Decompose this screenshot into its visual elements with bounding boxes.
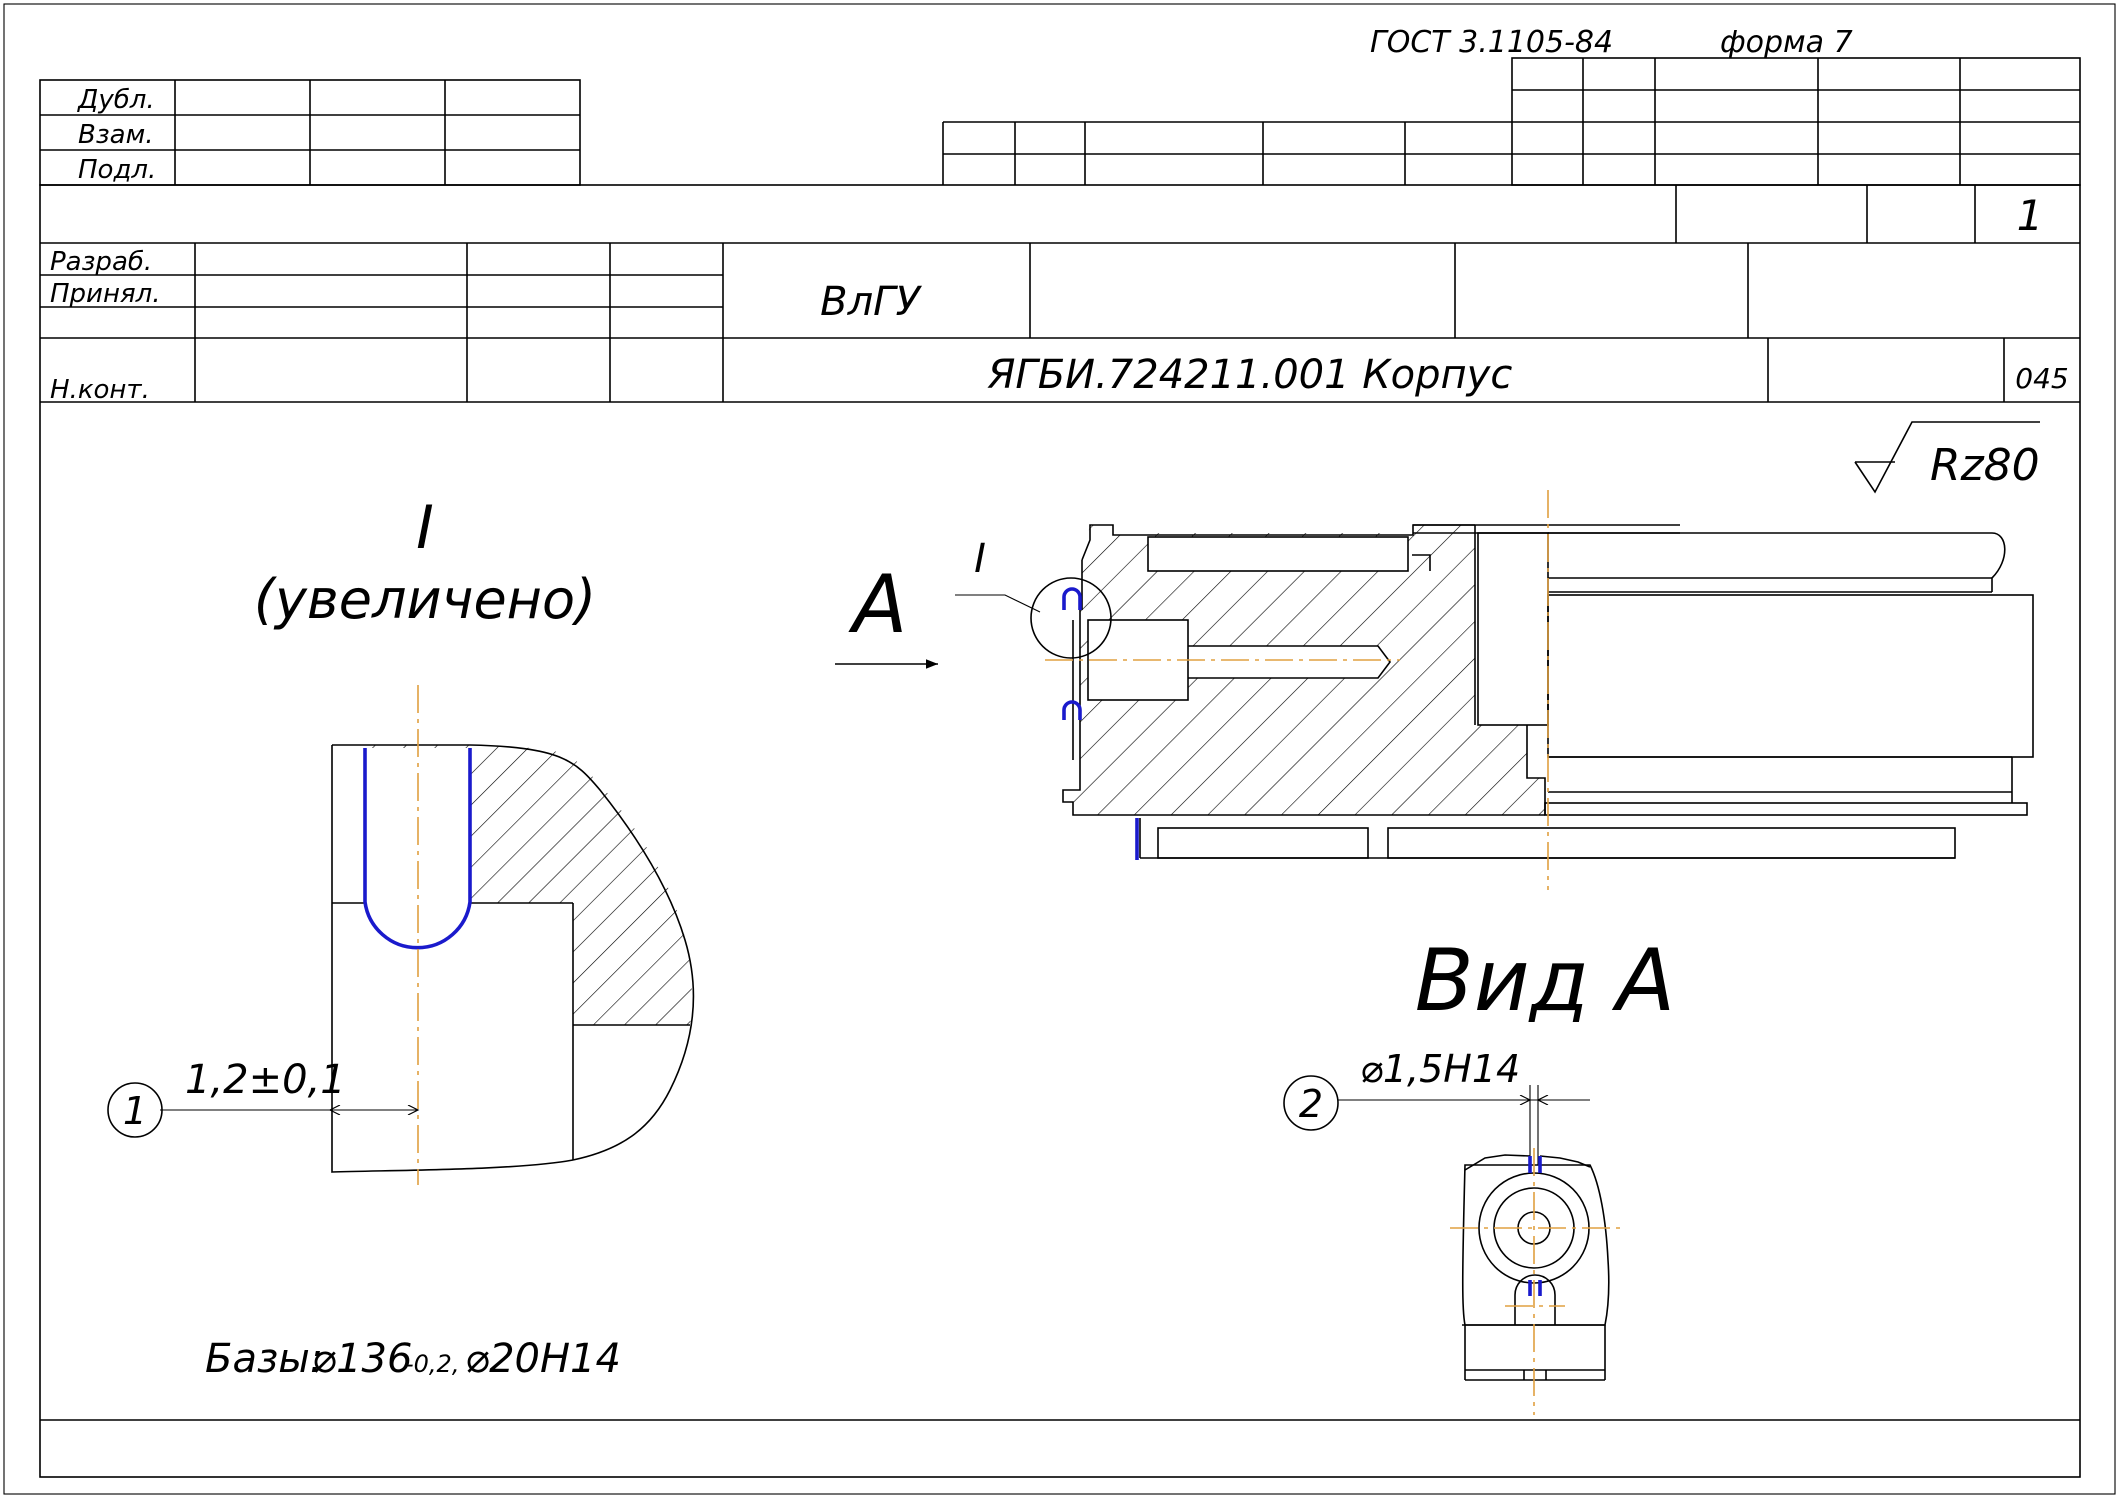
view-arrow-letter: A [848,558,908,651]
sheet-number-row: 1 [40,185,2080,244]
revision-row-dubl: Дубл. [77,85,155,115]
sheet-frame [3,3,2116,1495]
view-a: Вид А ⌀1,5Н14 2 [1283,931,1676,1415]
detail-view-enlarged: I (увеличено) 1,2±0,1 1 [107,493,695,1185]
bases-note: Базы: ⌀136 -0,2, ⌀20Н14 [205,1336,621,1382]
view-a-callout: 2 [1299,1082,1323,1126]
view-a-dimension: ⌀1,5Н14 [1360,1047,1520,1091]
standard-label: ГОСТ 3.1105-84 [1370,25,1613,60]
roughness-symbol: Rz80 [1854,421,2040,494]
detail-dimension: 1,2±0,1 [185,1057,346,1103]
revision-row-zam: Взам. [78,120,153,150]
bases-prefix: Базы: [205,1336,323,1382]
approved-label: Принял. [50,279,160,309]
revision-block: Дубл. Взам. Подл. [39,79,581,186]
bases-diameter-1: ⌀136 [312,1336,412,1382]
top-stamp-grid [942,57,2081,186]
bases-diameter-2: ⌀20Н14 [465,1336,621,1382]
roughness-value: Rz80 [1930,440,2040,491]
organization-name: ВлГУ [820,279,922,325]
detail-callout: 1 [123,1089,147,1133]
bases-tolerance-1: -0,2, [405,1350,459,1378]
main-section-view: A [835,490,2034,890]
view-a-title: Вид А [1415,931,1676,1031]
detail-marker: I [416,493,434,563]
norm-control-label: Н.конт. [50,375,150,405]
form-label: форма 7 [1720,25,1853,60]
revision-row-podl: Подл. [78,155,156,185]
detail-callout-marker: I [974,536,986,582]
sheet-number: 1 [2017,191,2044,240]
part-designation: ЯГБИ.724211.001 Корпус [987,352,1513,398]
detail-caption: (увеличено) [254,568,596,631]
developed-label: Разраб. [50,247,152,277]
operation-number: 045 [2015,362,2068,395]
title-block: Разраб. Принял. Н.конт. ВлГУ ЯГБИ.724211… [40,243,2080,405]
